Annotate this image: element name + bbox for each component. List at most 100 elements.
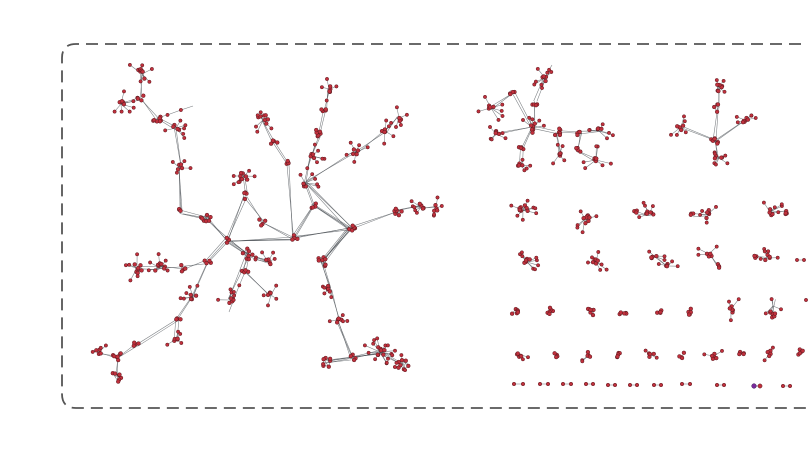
node	[493, 131, 498, 136]
node	[285, 158, 290, 164]
node	[734, 114, 739, 119]
node	[496, 117, 501, 122]
node	[681, 350, 687, 355]
node	[140, 69, 145, 74]
node	[719, 155, 724, 160]
node	[322, 291, 327, 296]
node	[181, 296, 186, 301]
node	[599, 262, 604, 267]
node	[403, 368, 408, 373]
node	[762, 249, 767, 254]
node	[259, 223, 264, 228]
edge	[713, 119, 747, 143]
node	[714, 244, 719, 249]
node	[574, 145, 579, 151]
node	[146, 268, 151, 273]
node	[586, 218, 591, 224]
node	[797, 351, 803, 356]
node	[656, 262, 661, 266]
node	[187, 284, 192, 289]
node	[290, 237, 295, 242]
edge	[260, 220, 294, 240]
node	[696, 252, 701, 257]
node	[594, 144, 599, 149]
node	[392, 365, 397, 369]
node	[179, 165, 185, 171]
node	[515, 213, 520, 218]
node	[310, 205, 316, 210]
node	[183, 123, 188, 128]
node	[712, 151, 717, 156]
node	[247, 168, 252, 173]
node	[231, 182, 236, 187]
node	[327, 289, 332, 294]
edge	[305, 156, 311, 185]
node	[268, 290, 273, 296]
node	[375, 352, 380, 357]
edge	[312, 203, 353, 229]
node	[533, 79, 538, 84]
node	[252, 174, 257, 179]
node	[714, 78, 719, 83]
node	[378, 348, 384, 353]
node	[131, 99, 136, 104]
edge	[207, 241, 229, 264]
node	[391, 134, 396, 139]
node	[354, 152, 359, 157]
node	[588, 307, 593, 313]
node	[265, 117, 271, 122]
edge	[386, 116, 398, 133]
edge	[227, 239, 293, 242]
node	[557, 126, 562, 131]
node	[271, 250, 276, 255]
node	[206, 218, 212, 223]
edge	[305, 181, 351, 227]
node	[371, 341, 376, 346]
edge	[305, 151, 358, 182]
node	[740, 120, 746, 125]
edge	[490, 107, 499, 121]
node	[127, 62, 132, 67]
node	[533, 206, 538, 211]
edge	[133, 318, 179, 347]
node	[775, 255, 780, 260]
node	[204, 261, 209, 266]
node	[135, 96, 141, 101]
node	[298, 172, 303, 177]
node	[243, 268, 248, 273]
node	[389, 120, 394, 125]
node	[770, 345, 775, 350]
node	[683, 130, 688, 135]
node	[382, 129, 387, 135]
node	[324, 98, 329, 103]
edge	[286, 163, 294, 237]
node	[702, 352, 707, 357]
node	[528, 163, 533, 168]
node	[520, 357, 525, 362]
node	[525, 198, 530, 203]
node	[403, 358, 408, 363]
edge	[137, 319, 179, 347]
node	[250, 252, 255, 257]
node	[583, 381, 589, 387]
node	[257, 217, 262, 222]
node	[314, 127, 319, 133]
node	[323, 262, 328, 267]
node	[736, 297, 741, 302]
node	[590, 255, 594, 260]
node	[552, 351, 557, 356]
node	[651, 382, 657, 388]
node	[534, 255, 539, 260]
node	[208, 214, 213, 220]
node	[263, 113, 268, 118]
node	[112, 109, 117, 114]
node	[535, 66, 540, 71]
edge	[178, 166, 182, 211]
edge	[320, 110, 326, 132]
node	[394, 125, 398, 129]
node	[674, 132, 679, 137]
edge	[184, 263, 207, 267]
node	[648, 210, 653, 215]
node	[305, 166, 310, 171]
node	[174, 170, 179, 175]
